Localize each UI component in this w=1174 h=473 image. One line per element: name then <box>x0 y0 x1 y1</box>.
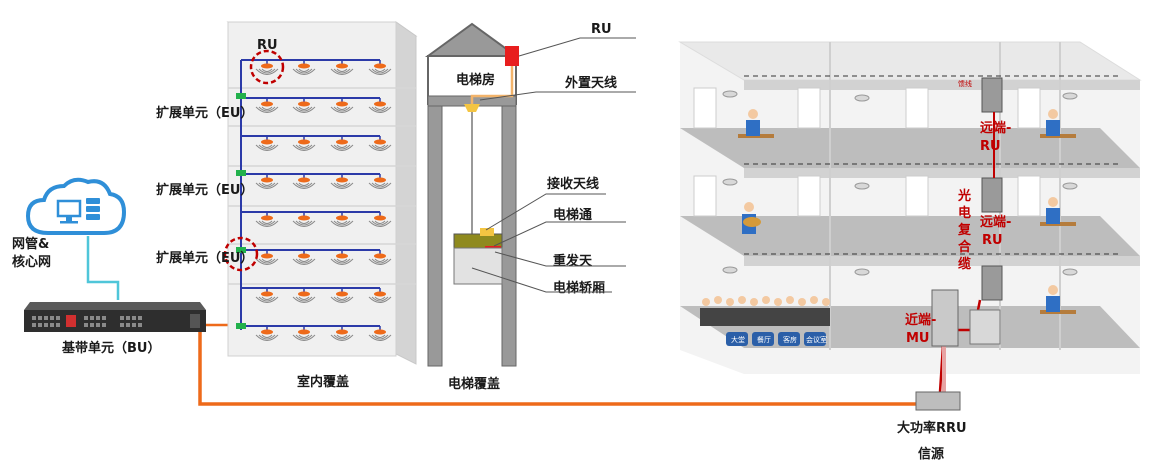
feeder-label: 馈线 <box>958 79 972 88</box>
ceiling-antenna-icon <box>292 250 316 265</box>
rack-unit-icon <box>24 302 206 332</box>
elevator-room-label: 电梯房 <box>456 72 495 88</box>
elevator-coverage-label: 电梯覆盖 <box>448 376 500 392</box>
ext-antenna-label: 外置天线 <box>564 75 617 91</box>
ceiling-antenna-icon <box>255 174 279 189</box>
ceiling-antenna-icon <box>255 212 279 227</box>
ceiling-antenna-icon <box>292 60 316 75</box>
cloud-server-icon <box>25 177 127 235</box>
network-mgmt-label: 网管& <box>12 236 49 252</box>
rx-antenna-label: 接收天线 <box>547 176 599 192</box>
ceiling-antenna-icon <box>255 326 279 341</box>
mgmt-link <box>86 236 120 300</box>
svg-text:大堂: 大堂 <box>731 335 745 344</box>
eu-label-3: 扩展单元（EU） <box>156 250 253 266</box>
signage: 大堂 餐厅 客房 会议室 <box>726 332 827 346</box>
ceiling-antenna-icon <box>368 212 392 227</box>
ceiling-antenna-icon <box>330 174 354 189</box>
eu-label-1: 扩展单元（EU） <box>156 105 253 121</box>
ceiling-antenna-icon <box>368 326 392 341</box>
ceiling-antenna-icon <box>368 60 392 75</box>
indoor-floor-rows <box>241 59 392 341</box>
ru-elevator-label: RU <box>591 22 612 37</box>
ru-highlight-circle <box>249 49 285 85</box>
indoor-coverage-label: 室内覆盖 <box>297 374 349 390</box>
repeater-antenna-label: 重发天 <box>553 253 593 269</box>
near-mu-suffix: MU <box>906 331 930 346</box>
high-power-rru-label: 大功率RRU <box>897 420 967 436</box>
ceiling-antenna-icon <box>330 288 354 303</box>
svg-text:餐厅: 餐厅 <box>757 335 771 344</box>
ru-box-icon <box>505 46 519 66</box>
elevator-car-label: 电梯轿厢 <box>553 280 605 296</box>
ceiling-antenna-icon <box>330 326 354 341</box>
indoor-building <box>226 21 418 365</box>
crowd <box>700 296 830 326</box>
remote-ru1-suffix: RU <box>980 139 1001 154</box>
core-network-label: 核心网 <box>12 254 51 270</box>
near-mu-label: 近端- <box>905 312 936 328</box>
ceiling-antenna-icon <box>368 288 392 303</box>
ceiling-antenna-icon <box>368 98 392 113</box>
ceiling-antenna-icon <box>368 136 392 151</box>
remote-ru1-label: 远端- <box>980 120 1011 136</box>
ceiling-antenna-icon <box>722 90 1078 276</box>
remote-ru2-label: 远端- <box>980 214 1011 230</box>
composite-cable-char: 电 <box>958 205 971 221</box>
ceiling-antenna-icon <box>255 98 279 113</box>
remote-ru2-suffix: RU <box>982 233 1003 248</box>
bu-label: 基带单元（BU） <box>61 340 160 356</box>
elevator-shaft <box>424 22 520 367</box>
ceiling-antenna-icon <box>292 98 316 113</box>
ru-top-label: RU <box>257 38 278 53</box>
elevator-pass-label: 电梯通 <box>553 207 592 223</box>
elevator-leader-lines <box>471 37 636 293</box>
ceiling-antenna-icon <box>330 250 354 265</box>
ceiling-antenna-icon <box>368 250 392 265</box>
eu-highlight-circle <box>223 236 259 272</box>
ru-box-icon <box>981 77 1003 301</box>
external-antenna-icon <box>464 104 480 112</box>
ceiling-antenna-icon <box>330 136 354 151</box>
eu-nodes <box>236 93 246 329</box>
ceiling-antenna-icon <box>330 98 354 113</box>
office-building: 大堂 餐厅 客房 会议室 <box>678 41 1142 411</box>
composite-cable-char: 光 <box>957 188 971 204</box>
ceiling-antenna-icon <box>255 60 279 75</box>
ceiling-antenna-icon <box>292 326 316 341</box>
ceiling-antenna-icon <box>292 288 316 303</box>
ceiling-antenna-icon <box>292 212 316 227</box>
ceiling-antenna-icon <box>292 136 316 151</box>
ceiling-antenna-icon <box>292 174 316 189</box>
svg-text:客房: 客房 <box>783 335 797 344</box>
ceiling-antenna-icon <box>255 136 279 151</box>
eu-label-2: 扩展单元（EU） <box>156 182 253 198</box>
composite-cable-char: 复 <box>957 222 972 238</box>
composite-cable-char: 合 <box>958 239 972 255</box>
ceiling-antenna-icon <box>255 288 279 303</box>
svg-text:会议室: 会议室 <box>806 335 827 344</box>
ceiling-antenna-icon <box>255 250 279 265</box>
composite-cable-char: 缆 <box>958 256 971 272</box>
high-power-rru-unit <box>915 391 961 411</box>
ceiling-antenna-icon <box>330 60 354 75</box>
source-label: 信源 <box>918 446 944 462</box>
near-mu-rack <box>931 289 959 347</box>
ceiling-antenna-icon <box>330 212 354 227</box>
ceiling-antenna-icon <box>368 174 392 189</box>
